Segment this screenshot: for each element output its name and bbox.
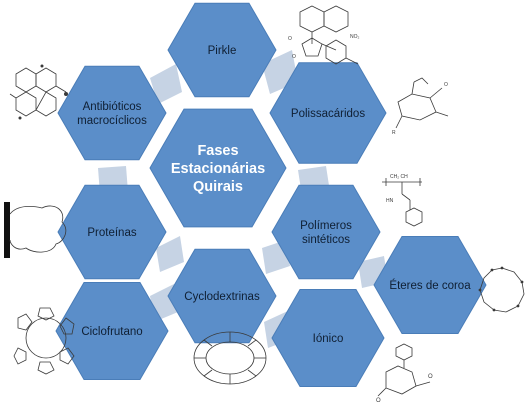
polimeros-label-line-2: sintéticos (302, 234, 350, 246)
polissacaridos-label-line-1: Polissacáridos (291, 108, 365, 120)
hexagon-ionico (271, 289, 385, 387)
pirkle-label-line-1: Pirkle (208, 45, 237, 57)
svg-text:CH₂ CH: CH₂ CH (390, 174, 408, 180)
pirkle-molecule-icon: O O NO₂ (288, 5, 360, 65)
crown-ether-icon (478, 266, 525, 313)
svg-text:O: O (288, 36, 292, 42)
cyclodextrinas-label-line-1: Cyclodextrinas (184, 291, 260, 303)
cyclodextrin-molecule-icon (193, 331, 267, 385)
svg-text:R: R (392, 130, 396, 136)
ionic-molecule-icon: O O (376, 343, 433, 403)
hexagon-center (149, 108, 287, 228)
protein-structure-icon (4, 202, 67, 258)
svg-text:O: O (292, 54, 296, 60)
connector-antibioticos-pirkle (150, 64, 182, 104)
svg-text:O: O (428, 374, 433, 380)
svg-text:HN: HN (386, 198, 394, 204)
hexagon-ciclofrutano (55, 282, 169, 380)
svg-text:NO₂: NO₂ (350, 34, 360, 40)
eteres-label-line-1: Éteres de coroa (389, 279, 471, 292)
center-label-line-3: Quirais (193, 179, 243, 195)
svg-text:O: O (376, 398, 381, 403)
ciclofrutano-label-line-1: Ciclofrutano (81, 326, 142, 338)
svg-text:O: O (444, 82, 448, 88)
proteinas-label-line-1: Proteínas (87, 227, 136, 239)
hexagon-proteinas (57, 184, 167, 280)
center-label-line-2: Estacionárias (171, 161, 265, 177)
antibioticos-label-line-1: Antibióticos (83, 101, 142, 113)
hexagon-polissacaridos (269, 62, 387, 164)
hexagon-polimeros (271, 184, 381, 280)
polimeros-label-line-1: Polímeros (300, 220, 352, 232)
ionico-label-line-1: Iónico (313, 333, 344, 345)
cyclofructan-molecule-icon (13, 307, 75, 375)
antibioticos-label-line-2: macrocíclicos (77, 115, 147, 127)
antibiotic-molecule-icon (9, 64, 68, 120)
polymer-molecule-icon: CH₂ CH HN (382, 174, 423, 227)
hexagon-pirkle (167, 2, 277, 98)
hexagon-antibioticos (57, 65, 167, 161)
connector-proteinas-cyclodextrinas (156, 236, 184, 272)
hexagon-eteres (373, 236, 487, 334)
center-label-line-1: Fases (197, 143, 238, 159)
molecule-illustrations: O O NO₂ (4, 5, 525, 403)
hexagon-cyclodextrinas (167, 248, 277, 344)
polysaccharide-molecule-icon: O R (392, 77, 449, 136)
hexagons (55, 2, 487, 387)
